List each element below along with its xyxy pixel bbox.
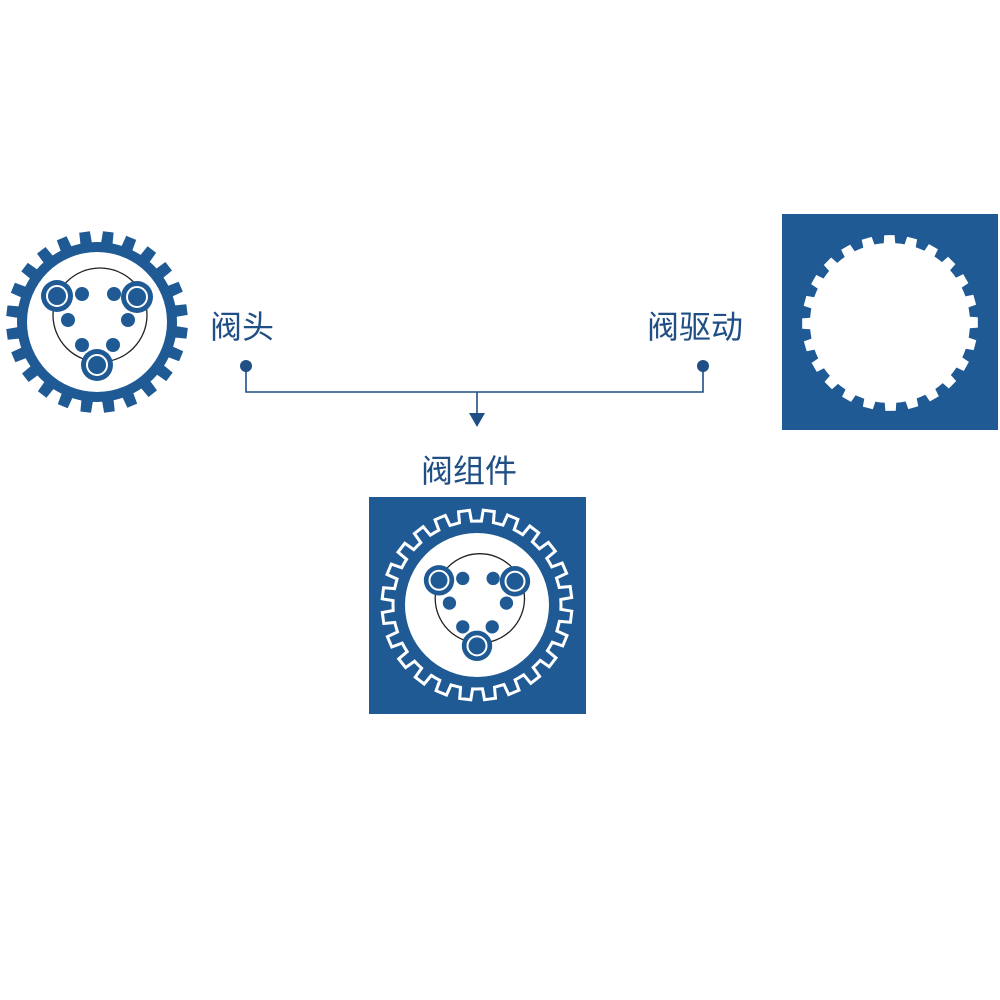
bolt-center xyxy=(507,573,523,589)
hole-dot xyxy=(456,571,470,586)
gear-outline xyxy=(380,508,574,702)
arrow-head xyxy=(469,413,485,427)
valve-drive-icon xyxy=(782,214,998,430)
bolt-ring xyxy=(126,286,148,308)
valve-assembly-icon xyxy=(369,497,586,714)
hole-dot xyxy=(106,338,120,352)
bolt-center xyxy=(49,288,65,304)
hole-dot xyxy=(499,596,514,610)
bolt-ring xyxy=(46,285,68,307)
gear-cutout xyxy=(802,235,978,411)
label-valve-drive: 阀驱动 xyxy=(647,308,744,346)
bolt-center xyxy=(469,638,485,654)
hole-dot xyxy=(61,313,75,327)
connector-lines xyxy=(240,360,709,427)
label-valve-assembly: 阀组件 xyxy=(421,452,518,490)
valve-head-gear-icon xyxy=(6,231,188,413)
hole-dot xyxy=(75,287,89,301)
bolt-ring xyxy=(504,570,526,592)
hole-dot xyxy=(456,620,470,634)
connector-path xyxy=(245,366,704,414)
hole-dot xyxy=(485,620,499,634)
hole-dot xyxy=(121,313,135,327)
hole-dot xyxy=(486,571,500,586)
bolt-ring xyxy=(86,354,108,376)
label-valve-head: 阀头 xyxy=(210,308,275,346)
hole-dot xyxy=(442,596,457,610)
bolt-ring xyxy=(466,635,488,657)
bolt-center xyxy=(89,357,105,373)
hole-dot xyxy=(75,338,89,352)
bolt-center xyxy=(431,572,447,588)
hole-dot xyxy=(107,287,121,301)
bolt-ring xyxy=(428,569,450,591)
bolt-center xyxy=(129,289,145,305)
